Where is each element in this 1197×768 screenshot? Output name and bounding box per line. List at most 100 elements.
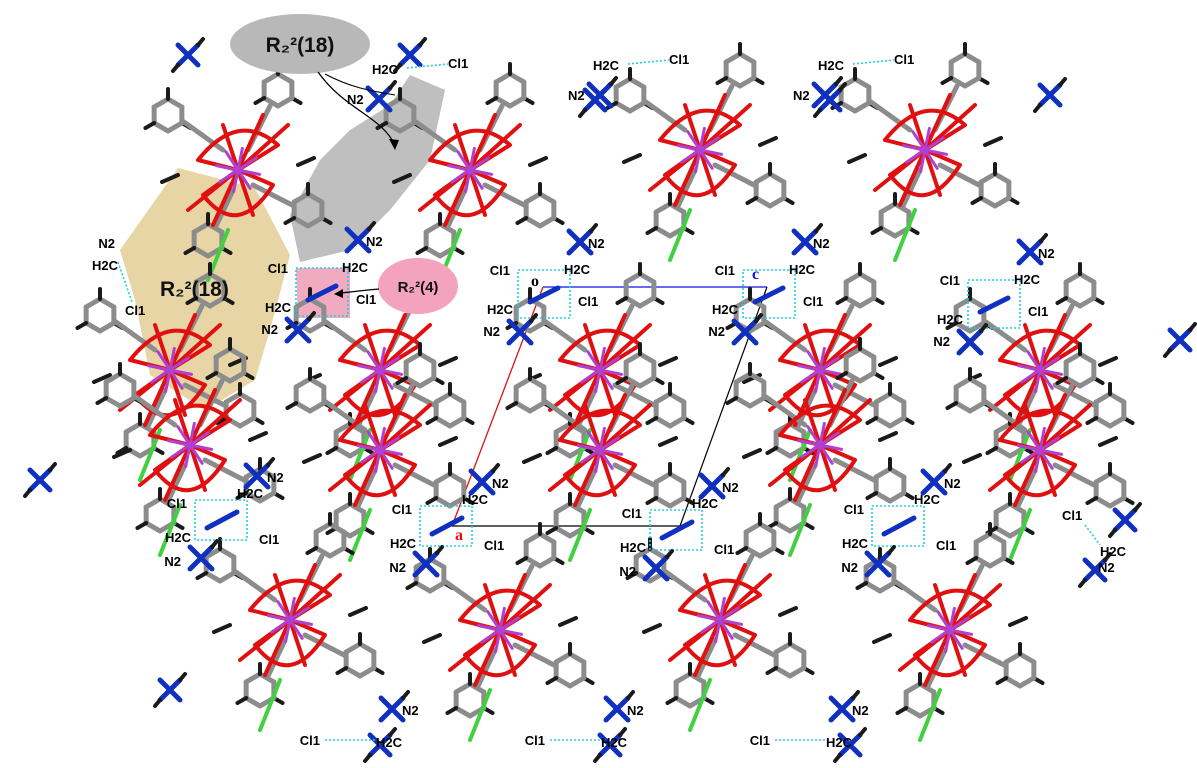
carbon-bond xyxy=(305,215,325,229)
amine-icon xyxy=(1033,77,1067,113)
molecule-unit xyxy=(505,342,695,562)
metal-bond xyxy=(706,600,722,622)
atom-label-h: H2C xyxy=(601,735,628,750)
carbon-bond xyxy=(327,521,347,535)
metal-bond xyxy=(494,628,502,654)
carbon-bond xyxy=(527,400,547,414)
atom-label-cl: Cl1 xyxy=(578,294,598,309)
nitrogen-bond xyxy=(920,468,948,496)
carbon-bond xyxy=(637,375,657,389)
hydrogen-bond-stick xyxy=(1008,616,1028,627)
metal-bond xyxy=(188,421,196,447)
carbon-bond xyxy=(333,445,353,459)
oxygen-bond xyxy=(236,123,290,172)
carbon-bond xyxy=(392,462,437,488)
metal-bond xyxy=(224,150,240,172)
atom-label-cl: Cl1 xyxy=(356,292,376,307)
carbon-bond xyxy=(117,371,137,385)
carbon-bond xyxy=(887,391,907,405)
chelate-arc xyxy=(148,403,232,437)
hydrogen-bond-stick xyxy=(1055,376,1069,385)
atom-label-cl: Cl1 xyxy=(715,263,735,278)
carbon-bond xyxy=(193,271,213,285)
hydrogen-bond-stick xyxy=(195,571,209,580)
carbon-bond xyxy=(433,391,453,405)
metal-center-icon xyxy=(576,346,624,394)
carbon-bond xyxy=(953,400,973,414)
nitrogen-bond xyxy=(1037,82,1063,108)
chelate-arc xyxy=(338,408,422,442)
hydrogen-bond-stick xyxy=(1078,578,1087,588)
carbon-bond xyxy=(553,525,573,539)
carbon-bond xyxy=(553,651,573,665)
carbon-bond xyxy=(667,415,687,429)
carbon-bond xyxy=(637,295,657,309)
metal-bond xyxy=(580,448,602,464)
carbon-bond xyxy=(447,415,467,429)
carbon-bond xyxy=(333,421,353,435)
nitrogen-bond xyxy=(698,472,726,500)
hydrogen-bond-stick xyxy=(813,108,822,118)
atom-label-h: H2C xyxy=(237,486,264,501)
hydrogen-bond-stick xyxy=(435,545,444,555)
oxygen-bond xyxy=(718,618,737,667)
atom-label-h: H2C xyxy=(92,258,119,273)
metal-bond xyxy=(700,618,722,634)
nitrogen-bond xyxy=(731,318,759,346)
carbon-bond xyxy=(723,75,743,89)
metal-bond xyxy=(236,168,252,190)
nitrogen-icon xyxy=(920,463,952,496)
hydrogen-bond-stick xyxy=(302,453,322,464)
carbon-bond xyxy=(967,376,987,390)
nitrogen-bond xyxy=(1082,557,1108,583)
hydrogen-bond-stick xyxy=(485,96,499,105)
carbon-bond xyxy=(537,191,557,205)
hydrogen-bond-stick xyxy=(834,76,843,86)
chelate-arc xyxy=(888,163,962,198)
oxygen-bond xyxy=(818,323,872,372)
metal-bond xyxy=(446,164,472,172)
metal-bond xyxy=(818,443,834,465)
carbon-bond xyxy=(445,187,468,229)
oxygen-bond xyxy=(378,323,432,372)
oxygen-bond xyxy=(1013,448,1042,507)
carbon-bond xyxy=(873,466,893,480)
nitrogen-bond xyxy=(659,519,695,541)
metal-bond xyxy=(288,596,296,622)
oxygen-bond xyxy=(378,313,407,372)
carbon-bond xyxy=(537,531,557,545)
callout-small-text: R₂²(4) xyxy=(398,279,439,296)
metal-bond xyxy=(1038,368,1054,390)
hydrogen-bond-stick xyxy=(940,76,954,85)
hydrogen-bond-stick xyxy=(1033,103,1042,113)
callout-top-arrowhead xyxy=(389,139,399,150)
nitrogen-bond xyxy=(378,695,406,723)
metal-bond xyxy=(926,624,952,632)
atom-label-n: N2 xyxy=(483,324,500,339)
oxygen-bond xyxy=(363,403,382,452)
metal-bond xyxy=(378,448,404,456)
carbon-bond xyxy=(643,99,688,133)
hydrogen-bond-stick xyxy=(212,623,232,634)
carbon-bond xyxy=(523,191,543,205)
carbon-bond xyxy=(1107,415,1127,429)
hydrogen-bond-stick xyxy=(754,313,763,323)
chelate-arc xyxy=(563,463,637,498)
hydrogen-bond-stick xyxy=(847,153,867,164)
metal-bond xyxy=(818,443,844,451)
hydrogen-bond-stick xyxy=(615,296,629,305)
carbon-bond xyxy=(1093,471,1113,485)
carbon-bond xyxy=(403,351,423,365)
chelate-arc xyxy=(678,578,762,612)
atom-label-h: H2C xyxy=(620,540,647,555)
callout-top-text: R₂²(18) xyxy=(266,34,335,57)
metal-bond xyxy=(1038,346,1046,372)
metal-bond xyxy=(232,168,240,194)
hydrogen-bond-stick xyxy=(833,753,842,763)
amine-icon xyxy=(593,727,627,763)
carbon-bond xyxy=(1003,675,1023,689)
hydrogen-bond-stick xyxy=(545,526,559,535)
carbon-bond xyxy=(723,51,743,65)
oxygen-bond xyxy=(221,123,240,172)
carbon-bond xyxy=(307,320,327,334)
